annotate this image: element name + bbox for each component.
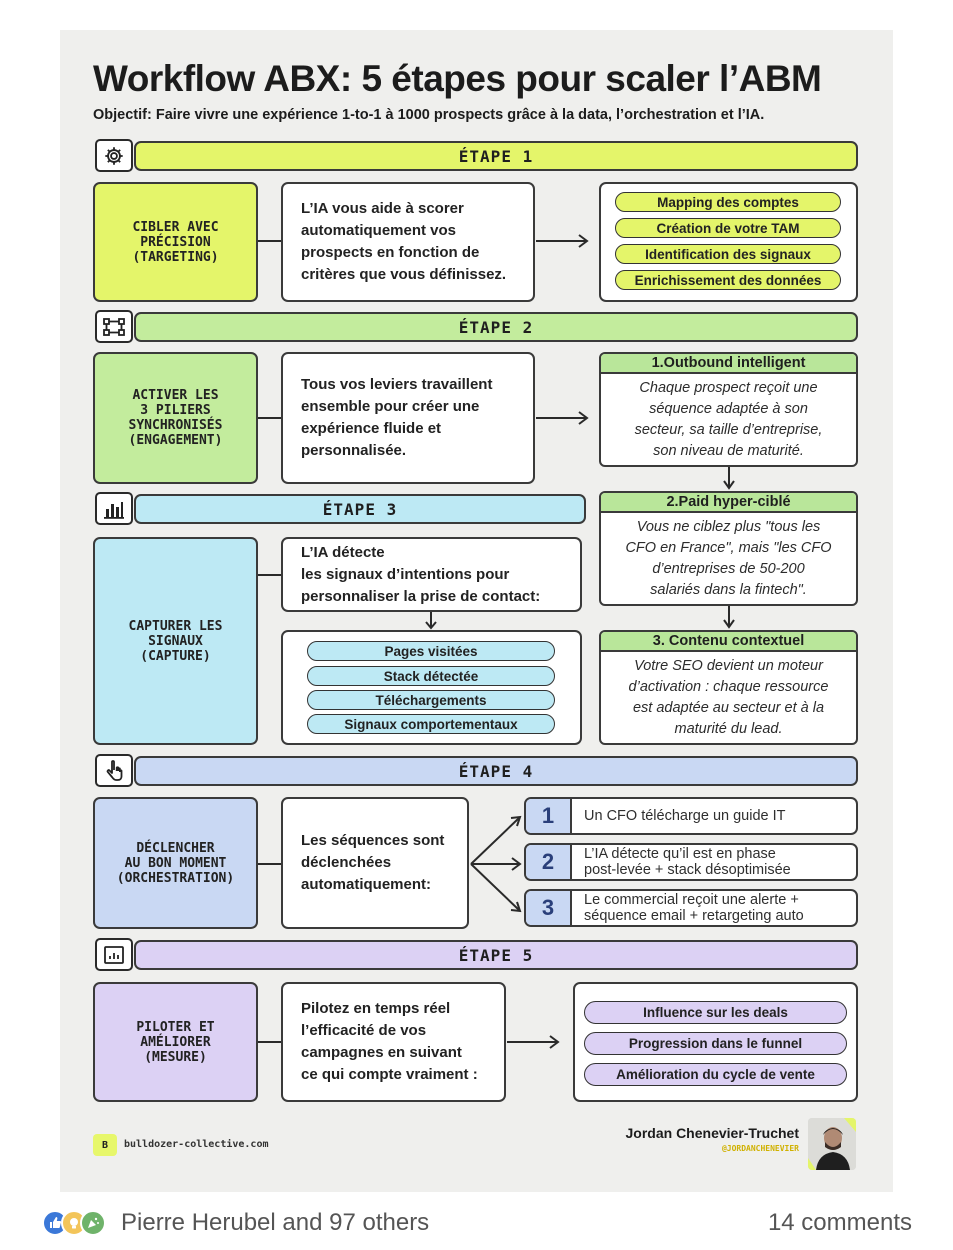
author-avatar: [808, 1118, 856, 1170]
connector-line: [258, 240, 281, 242]
stage-3-label: CAPTURER LES SIGNAUX (CAPTURE): [93, 537, 258, 745]
page-title: Workflow ABX: 5 étapes pour scaler l’ABM: [93, 58, 822, 99]
connector-line: [258, 574, 281, 576]
pill-item: Enrichissement des données: [615, 270, 841, 290]
stage-5-description: Pilotez en temps réel l’efficacité de vo…: [281, 982, 506, 1102]
stage-4-label: DÉCLENCHER AU BON MOMENT (ORCHESTRATION): [93, 797, 258, 929]
pillar-title: 2.Paid hyper-ciblé: [601, 493, 856, 513]
pill-item: Influence sur les deals: [584, 1001, 847, 1024]
arrow-right-icon: [536, 411, 589, 425]
pill-item: Stack détectée: [307, 666, 555, 686]
dashboard-icon: [95, 938, 133, 971]
connector-line: [258, 863, 281, 865]
pill-item: Mapping des comptes: [615, 192, 841, 212]
comments-count-link[interactable]: 14 comments: [767, 1209, 912, 1236]
pill-item: Création de votre TAM: [615, 218, 841, 238]
step-text: Le commercial reçoit une alerte + séquen…: [584, 892, 804, 924]
stage-4-description: Les séquences sont déclenchées automatiq…: [281, 797, 469, 929]
pillar-body: Votre SEO devient un moteur d’activation…: [628, 658, 829, 737]
trigger-step-1: 1 Un CFO télécharge un guide IT: [524, 797, 858, 835]
trigger-step-3: 3 Le commercial reçoit une alerte + séqu…: [524, 889, 858, 927]
fan-out-arrows-icon: [470, 815, 522, 913]
stage-2-label: ACTIVER LES 3 PILIERS SYNCHRONISÉS (ENGA…: [93, 352, 258, 484]
step-number: 2: [526, 845, 572, 879]
stage-5-bar: ÉTAPE 5: [134, 940, 858, 970]
trigger-step-2: 2 L’IA détecte qu’il est en phase post-l…: [524, 843, 858, 881]
bar-chart-icon: [95, 492, 133, 525]
stage-1-bar: ÉTAPE 1: [134, 141, 858, 171]
pillar-paid: 2.Paid hyper-ciblé Vous ne ciblez plus "…: [599, 491, 858, 606]
pillar-title: 3. Contenu contextuel: [601, 632, 856, 652]
stage-1-description: L’IA vous aide à scorer automatiquement …: [281, 182, 535, 302]
pill-item: Téléchargements: [307, 690, 555, 710]
stage-2-bar: ÉTAPE 2: [134, 312, 858, 342]
pillar-body: Vous ne ciblez plus "tous les CFO en Fra…: [625, 519, 832, 598]
pill-item: Amélioration du cycle de vente: [584, 1063, 847, 1086]
workflow-icon: [95, 310, 133, 343]
brand-logo: B: [93, 1134, 117, 1156]
step-text: Un CFO télécharge un guide IT: [584, 808, 786, 824]
pill-item: Identification des signaux: [615, 244, 841, 264]
pointer-icon: [95, 754, 133, 787]
stage-3-description: L’IA détecte les signaux d’intentions po…: [281, 537, 582, 612]
step-number: 1: [526, 799, 572, 833]
pillar-body: Chaque prospect reçoit une séquence adap…: [634, 380, 823, 459]
arrow-down-icon: [723, 467, 735, 490]
author-name: Jordan Chenevier-Truchet: [625, 1125, 800, 1141]
stage-3-bar: ÉTAPE 3: [134, 494, 586, 524]
arrow-right-icon: [507, 1035, 560, 1049]
pill-item: Pages visitées: [307, 641, 555, 661]
step-text: L’IA détecte qu’il est en phase post-lev…: [584, 846, 791, 878]
pill-item: Signaux comportementaux: [307, 714, 555, 734]
author-handle: @JORDANCHENEVIER: [721, 1144, 799, 1153]
celebrate-icon: [80, 1210, 106, 1236]
reactions-count-link[interactable]: Pierre Herubel and 97 others: [121, 1209, 430, 1236]
brand-website[interactable]: bulldozer-collective.com: [124, 1139, 269, 1150]
stage-5-label: PILOTER ET AMÉLIORER (MESURE): [93, 982, 258, 1102]
pill-item: Progression dans le funnel: [584, 1032, 847, 1055]
pillar-title: 1.Outbound intelligent: [601, 354, 856, 374]
step-number: 3: [526, 891, 572, 925]
arrow-down-icon: [425, 612, 437, 630]
page-subtitle: Objectif: Faire vivre une expérience 1-t…: [93, 107, 765, 123]
reactions-group[interactable]: [42, 1210, 106, 1236]
pillar-content: 3. Contenu contextuel Votre SEO devient …: [599, 630, 858, 745]
stage-4-bar: ÉTAPE 4: [134, 756, 858, 786]
arrow-down-icon: [723, 606, 735, 629]
connector-line: [258, 1041, 281, 1043]
pillar-outbound: 1.Outbound intelligent Chaque prospect r…: [599, 352, 858, 467]
stage-1-label: CIBLER AVEC PRÉCISION (TARGETING): [93, 182, 258, 302]
arrow-right-icon: [536, 234, 589, 248]
gear-icon: [95, 139, 133, 172]
connector-line: [258, 417, 281, 419]
stage-2-description: Tous vos leviers travaillent ensemble po…: [281, 352, 535, 484]
